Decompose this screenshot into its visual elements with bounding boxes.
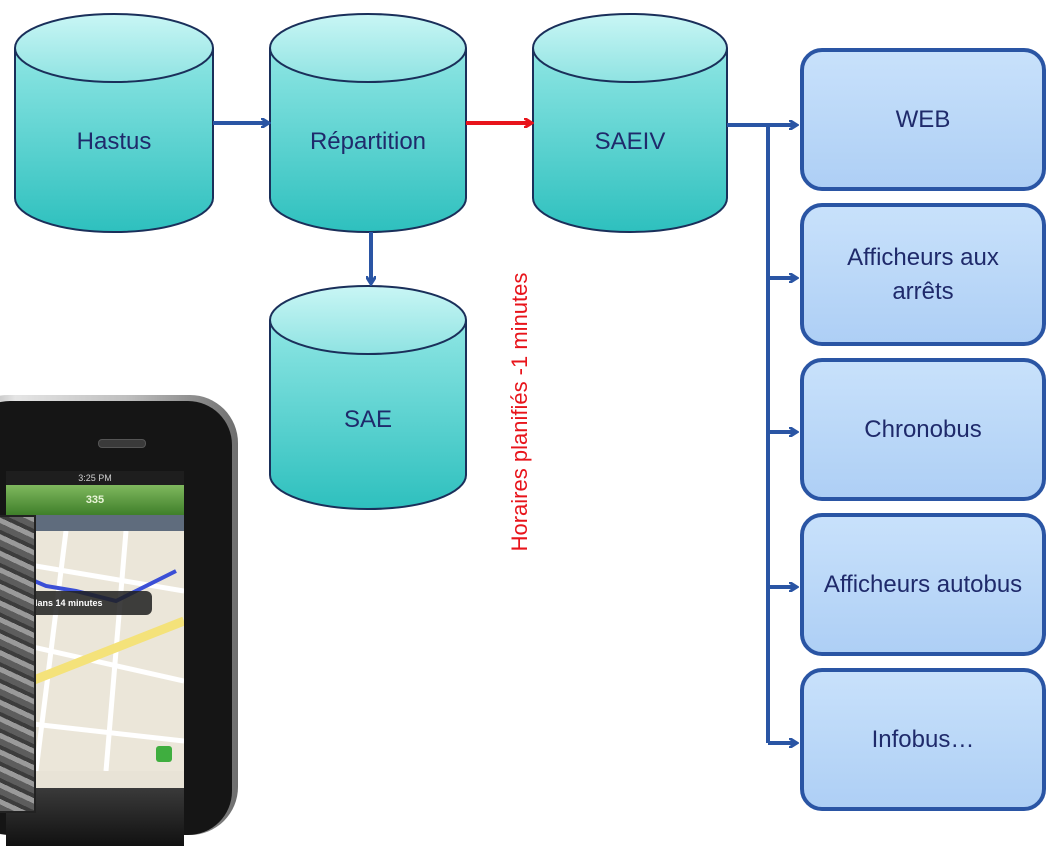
output-infobus: Infobus…	[800, 668, 1046, 811]
fanout-connector	[727, 125, 796, 743]
phone-speaker	[98, 439, 146, 448]
output-infobus-label: Infobus…	[871, 725, 975, 753]
output-chronobus-label: Chronobus	[864, 415, 982, 443]
phone-bezel: 3:25 PM 335 dans 14 minute	[0, 401, 232, 846]
output-web-label: WEB	[895, 105, 951, 133]
phone-status-bar: 3:25 PM	[6, 471, 184, 485]
cylinder-hastus	[14, 13, 214, 233]
output-afficheurs-autobus-label: Afficheurs autobus	[823, 570, 1023, 598]
phone-address-bar	[6, 515, 184, 531]
output-chronobus: Chronobus	[800, 358, 1046, 501]
output-afficheurs-autobus: Afficheurs autobus	[800, 513, 1046, 656]
photo-thumbnail	[0, 515, 36, 813]
iphone-map-app-icon: 3:25 PM 335 dans 14 minute	[0, 395, 238, 846]
hastus-label: Hastus	[76, 128, 152, 155]
diagram-svg	[14, 13, 1052, 813]
saeiv-label: SAEIV	[594, 128, 666, 155]
output-afficheurs-arrets-label: Afficheurs aux arrêts	[847, 243, 999, 305]
cylinder-saeiv	[532, 13, 728, 233]
repartition-label: Répartition	[309, 128, 427, 155]
output-web: WEB	[800, 48, 1046, 191]
red-link-label-container: Horaires planifiés -1 minutes	[505, 222, 535, 602]
phone-nav-bar: 335	[6, 485, 184, 515]
output-afficheurs-arrets: Afficheurs aux arrêts	[800, 203, 1046, 346]
cylinder-repartition	[269, 13, 467, 233]
diagram-canvas: Hastus Répartition SAEIV SAE WEB Affiche…	[0, 13, 1052, 846]
sae-label: SAE	[343, 406, 393, 433]
red-link-label: Horaires planifiés -1 minutes	[507, 272, 532, 552]
cylinder-sae	[269, 285, 467, 510]
